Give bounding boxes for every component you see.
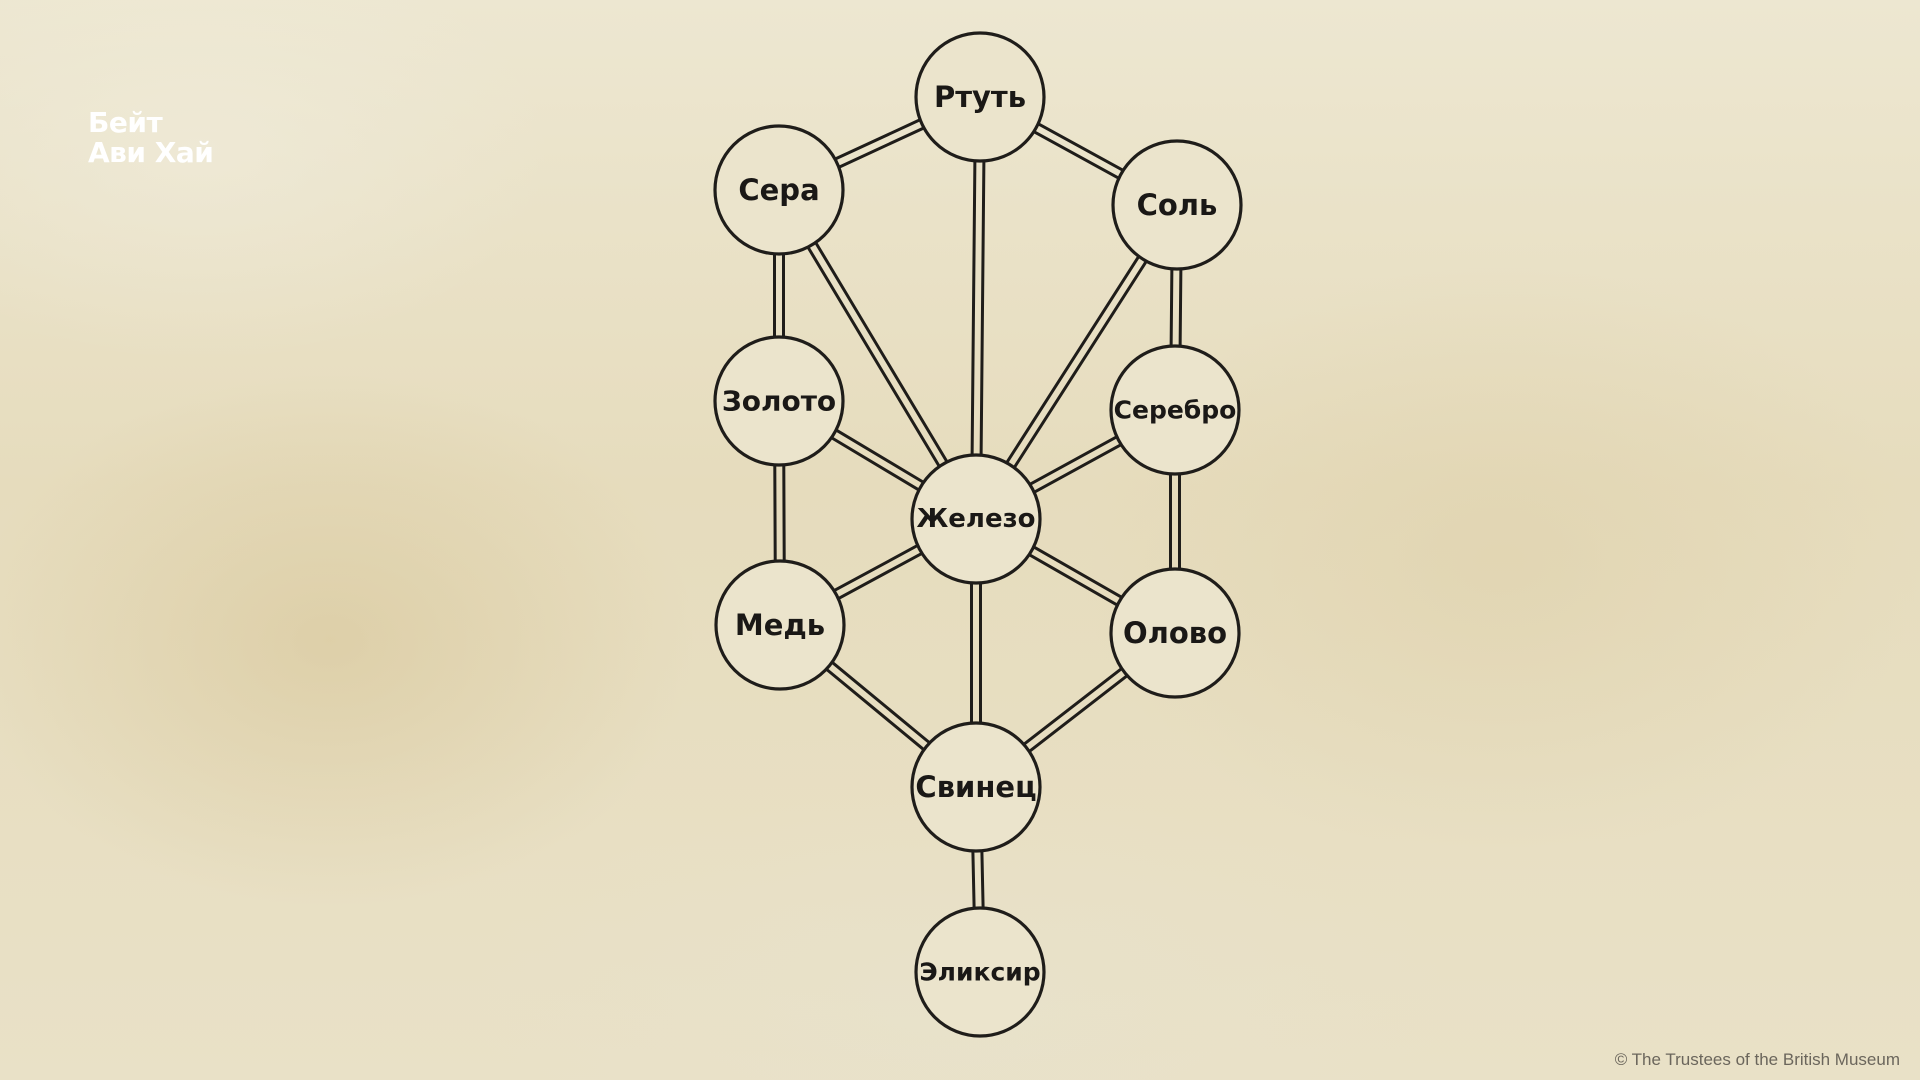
edge-sera-zoloto (773, 252, 785, 339)
edge-rail (1032, 443, 1123, 494)
node-label: Медь (735, 608, 825, 642)
diagram-edges (773, 118, 1183, 910)
node-med: Медь (714, 559, 846, 691)
edge-zhelezo-olovo (1027, 545, 1124, 607)
node-circle (914, 31, 1046, 163)
node-circle (1109, 344, 1241, 476)
edge-rtut-sol (1032, 122, 1125, 180)
node-label: Серебро (1114, 396, 1237, 425)
node-olovo: Олово (1109, 567, 1241, 699)
edge-zhelezo-med (832, 543, 924, 601)
node-label: Соль (1137, 188, 1218, 222)
node-circle (1111, 139, 1243, 271)
node-label: Свинец (915, 770, 1036, 804)
node-sera: Сера (713, 124, 845, 256)
node-label: Эликсир (919, 958, 1040, 987)
edge-rail (837, 126, 926, 169)
edge-rtut-sera (833, 118, 926, 169)
edge-olovo-svinets (1022, 667, 1129, 753)
edge-rail (806, 245, 941, 468)
node-circle (914, 906, 1046, 1038)
edge-sol-serebro (1169, 267, 1183, 348)
node-circle (714, 559, 846, 691)
edge-rail (979, 159, 986, 457)
node-circle (713, 124, 845, 256)
edge-rail (980, 849, 985, 910)
node-label: Сера (738, 173, 819, 207)
edge-med-svinets (824, 660, 932, 752)
logo-line-1: Бейт (88, 106, 163, 139)
edge-svinets-eliksir (971, 849, 985, 910)
edge-rail (1036, 122, 1125, 172)
edge-rail (832, 543, 920, 593)
edge-zoloto-med (773, 463, 786, 563)
edge-serebro-olovo (1169, 472, 1181, 571)
node-label: Олово (1123, 616, 1227, 650)
logo-line-2: Ави Хай (88, 136, 214, 169)
node-zhelezo: Железо (910, 453, 1042, 585)
edge-rail (830, 660, 932, 745)
node-serebro: Серебро (1109, 344, 1241, 476)
edge-rail (1022, 667, 1124, 746)
edge-rail (1032, 545, 1124, 599)
node-eliksir: Эликсир (914, 906, 1046, 1038)
edge-rail (1027, 553, 1119, 607)
edge-rail (836, 551, 924, 601)
edge-rail (1178, 267, 1183, 348)
edge-rtut-zhelezo (970, 159, 986, 457)
node-label: Железо (916, 504, 1035, 534)
edge-zoloto-zhelezo (830, 428, 925, 492)
edge-rail (1032, 130, 1121, 180)
edge-rail (834, 428, 925, 484)
edge-rail (1012, 259, 1148, 470)
node-rtut: Ртуть (914, 31, 1046, 163)
edge-rail (1005, 254, 1141, 465)
edge-rail (814, 241, 949, 464)
copyright-notice: © The Trustees of the British Museum (1614, 1050, 1900, 1069)
node-label: Ртуть (934, 80, 1026, 114)
edge-rail (833, 118, 922, 161)
edge-rail (1169, 267, 1174, 348)
edge-rail (1027, 674, 1129, 753)
node-circle (713, 335, 845, 467)
edge-zhelezo-svinets (970, 581, 982, 725)
edge-rail (830, 436, 921, 492)
edge-rail (970, 159, 977, 457)
edge-rail (971, 849, 976, 910)
node-sol: Соль (1111, 139, 1243, 271)
node-circle (910, 721, 1042, 853)
node-circle (910, 453, 1042, 585)
edge-sol-zhelezo (1005, 254, 1148, 470)
edge-sera-zhelezo (806, 241, 949, 468)
edge-rail (1028, 435, 1119, 486)
node-label: Золото (722, 385, 836, 418)
node-zoloto: Золото (713, 335, 845, 467)
logo: Бейт Ави Хай (88, 106, 214, 169)
node-svinets: Свинец (910, 721, 1042, 853)
edge-rail (824, 667, 926, 752)
node-circle (1109, 567, 1241, 699)
edge-serebro-zhelezo (1028, 435, 1123, 494)
